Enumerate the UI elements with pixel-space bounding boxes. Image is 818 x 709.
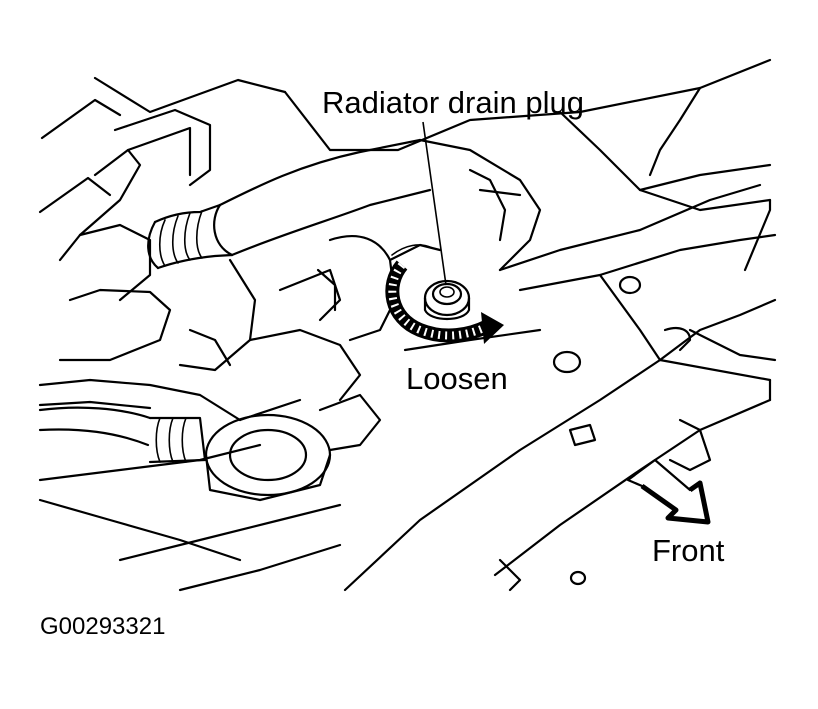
left-engine-parts bbox=[38, 108, 362, 562]
loosen-label: Loosen bbox=[406, 361, 508, 396]
drain-plug-leader-line bbox=[422, 121, 447, 286]
front-label: Front bbox=[652, 533, 725, 568]
frame-lines bbox=[38, 58, 772, 272]
lower-body-lines bbox=[118, 398, 342, 592]
curved-arrow-icon bbox=[385, 244, 504, 344]
figure-code: G00293321 bbox=[40, 613, 166, 640]
lower-hose bbox=[38, 406, 207, 464]
drain-plug-label: Radiator drain plug bbox=[322, 85, 584, 120]
upper-hose bbox=[147, 138, 432, 270]
drain-plug-icon bbox=[423, 279, 471, 321]
radiator-tank bbox=[328, 138, 542, 342]
round-mount bbox=[204, 393, 382, 502]
front-arrow-icon bbox=[626, 458, 711, 525]
